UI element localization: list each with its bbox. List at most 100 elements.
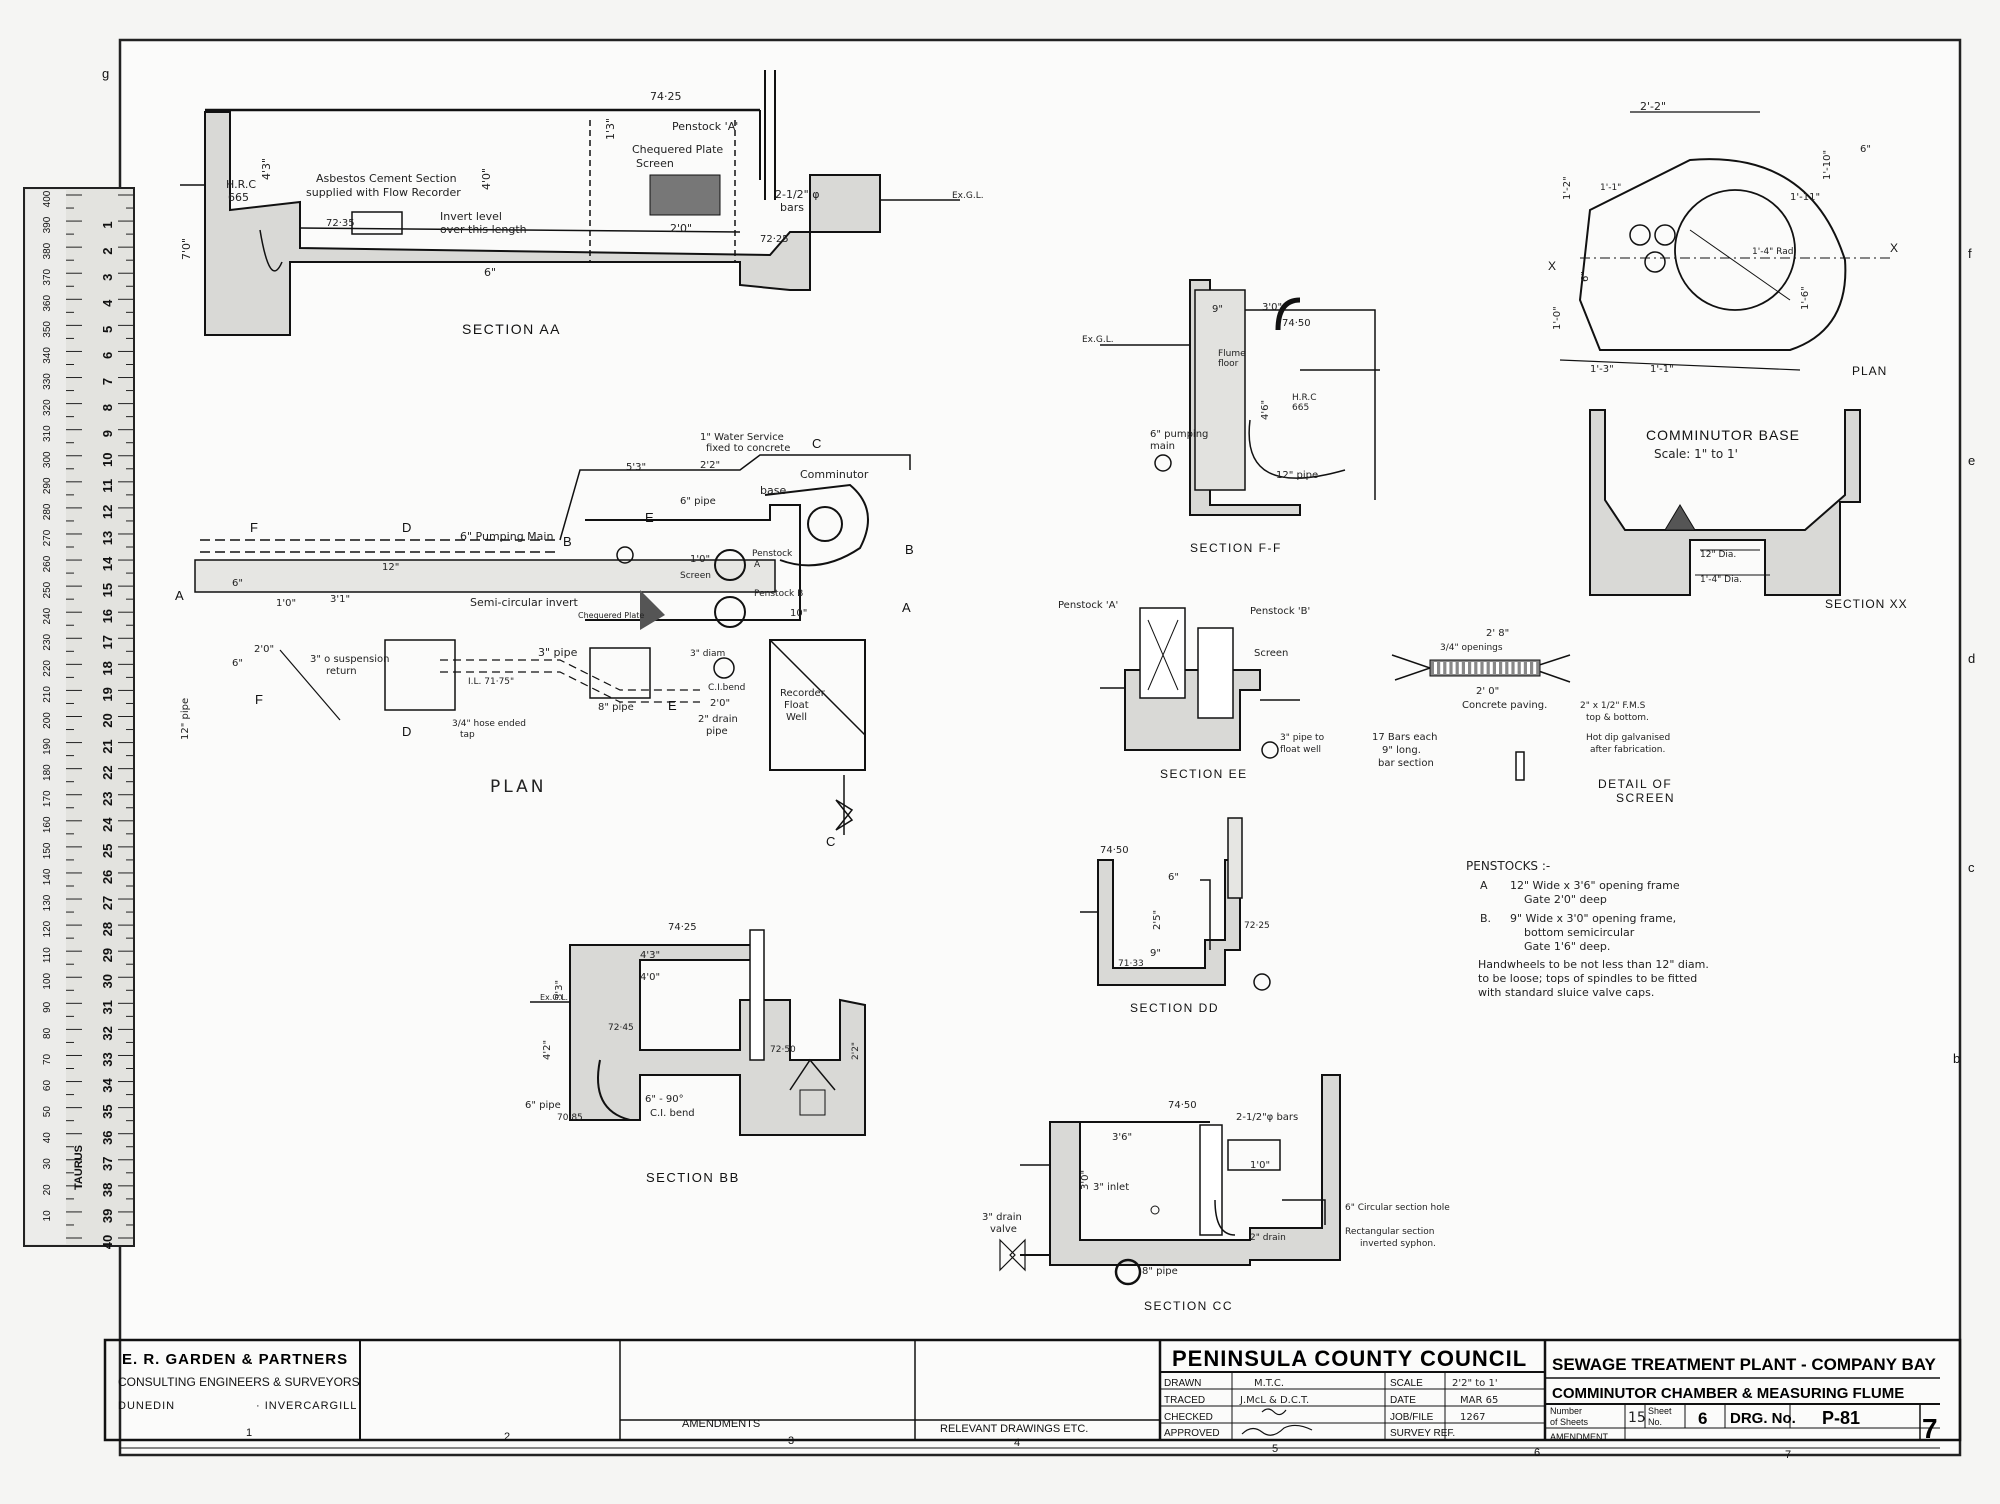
scale-label: SCALE (1390, 1378, 1423, 1389)
ruler-mm-label: 100 (42, 972, 53, 989)
screen-note-2-0: 2' 0" (1476, 686, 1499, 697)
cp-dim-rad: 1'-4" Rad. (1752, 247, 1796, 257)
ruler-cm-label: 38 (100, 1183, 115, 1197)
ruler-mm-label: 30 (42, 1158, 53, 1170)
plan-marker-e-top: E (645, 510, 654, 525)
screen-bars (1434, 662, 1537, 674)
ruler-cm-label: 3 (100, 274, 115, 281)
grid-row-g: g (102, 66, 109, 81)
ruler-mm-label: 20 (42, 1184, 53, 1196)
ruler-cm-label: 21 (100, 739, 115, 753)
bb-note-6-pipe: 6" pipe (525, 1100, 561, 1111)
ruler-brand: TAURUS (73, 1145, 85, 1190)
screen-bar (1514, 662, 1518, 674)
plan-note-base: base (760, 484, 786, 497)
ruler-cm-label: 27 (100, 896, 115, 910)
ruler-cm-label: 36 (100, 1130, 115, 1144)
of-sheets-label: of Sheets (1550, 1417, 1589, 1427)
dd-note-71-33: 71·33 (1118, 959, 1144, 969)
ruler-ticks (66, 194, 134, 1239)
ruler-cm-label: 22 (100, 765, 115, 779)
cp-dim-1-1a: 1'-1" (1600, 183, 1621, 193)
ruler-mm-label: 120 (42, 920, 53, 937)
aa-dim-exgl: Ex.G.L. (952, 191, 984, 201)
plan-note-return: return (326, 666, 357, 677)
ruler-mm-label: 240 (42, 607, 53, 624)
grid-col-1: 1 (246, 1427, 252, 1439)
screen-bar (1520, 662, 1524, 674)
measuring-ruler: 1234567891011121314151617181920212223242… (23, 187, 135, 1249)
plan-note-water-service: 1" Water Service (700, 432, 784, 443)
relevant-drawings-label: RELEVANT DRAWINGS ETC. (940, 1423, 1088, 1435)
ff-note-main: main (1150, 441, 1175, 452)
ff-note-665: 665 (1292, 403, 1309, 413)
dd-dim-6: 6" (1168, 872, 1179, 883)
traced-label: TRACED (1164, 1395, 1205, 1406)
drawing-subject: COMMINUTOR CHAMBER & MEASURING FLUME (1552, 1385, 1904, 1402)
ruler-mm-label: 210 (42, 686, 53, 703)
ruler-cm-label: 28 (100, 922, 115, 936)
plan-note-6-pipe: 6" pipe (680, 496, 716, 507)
ruler-cm-label: 15 (100, 583, 115, 597)
screen-bar (1502, 662, 1506, 674)
ff-note-flume: Flume (1218, 349, 1246, 359)
job-file-value: 1267 (1460, 1412, 1485, 1423)
aa-dim-72-35: 72·35 (326, 218, 355, 229)
screen-bar (1477, 662, 1481, 674)
cp-marker-x-right: X (1890, 241, 1898, 255)
ruler-mm-label: 10 (42, 1210, 53, 1222)
grid-row-c: c (1968, 860, 1975, 875)
aa-note-penstock: Penstock 'A' (672, 120, 738, 133)
screen-bar (1508, 662, 1512, 674)
screen-bar (1434, 662, 1437, 674)
plan-marker-d-top: D (402, 520, 411, 535)
ruler-cm-label: 26 (100, 870, 115, 884)
drawn-value: M.T.C. (1254, 1378, 1284, 1389)
cc-note-8-pipe: 8" pipe (1142, 1266, 1178, 1277)
ruler-cm-label: 17 (100, 635, 115, 649)
drg-no-label: DRG. No. (1730, 1410, 1796, 1427)
grid-row-d: d (1968, 651, 1975, 666)
amendments-label: AMENDMENTS (682, 1418, 760, 1430)
dd-dim-2-5: 2'5" (1152, 910, 1163, 930)
section-dd-drawing: 71·33 74·50 6" 2'5" 9" 72·25 SECTION DD (1080, 817, 1271, 1015)
aa-dim-72-25: 72·25 (760, 234, 789, 245)
cc-note-3-drain: 3" drain (982, 1212, 1022, 1223)
screen-bar (1496, 662, 1499, 674)
ff-dim-3-0: 3'0" (1262, 302, 1282, 313)
plan-dim-1-0b: 1'0" (276, 598, 296, 609)
plan-note-pipe: pipe (706, 726, 728, 737)
ruler-mm-label: 200 (42, 712, 53, 729)
cc-dim-74-50: 74·50 (1168, 1100, 1197, 1111)
ee-note-penstock-b: Penstock 'B' (1250, 606, 1310, 617)
ruler-mm-label: 170 (42, 790, 53, 807)
screen-detail-title-2: SCREEN (1616, 791, 1675, 805)
screen-bar (1483, 662, 1487, 674)
cp-dim-2-2: 2'-2" (1640, 100, 1666, 113)
dd-dim-74-50: 74·50 (1100, 845, 1129, 856)
cp-dim-6: 6" (1860, 144, 1871, 155)
ruler-cm-label: 11 (100, 479, 115, 493)
section-xx-drawing: 12" Dia. 1'-4" Dia. SECTION XX (1589, 409, 1907, 611)
ruler-mm-label: 360 (42, 295, 53, 312)
plan-dim-6: 6" (232, 578, 243, 589)
traced-value: J.McL & D.C.T. (1239, 1395, 1309, 1406)
scale-value: 2'2" to 1' (1452, 1378, 1498, 1389)
ruler-mm-label: 40 (42, 1132, 53, 1144)
cp-dim-1-3: 1'-3" (1590, 364, 1614, 375)
aa-note-bars: bars (780, 201, 804, 214)
ruler-cm-label: 16 (100, 609, 115, 623)
comminutor-base-scale: Scale: 1" to 1' (1654, 447, 1738, 461)
cp-dim-6b: 6" (1580, 271, 1591, 282)
aa-note-over: over this length (440, 223, 527, 236)
plan-dim-10: 10" (790, 608, 807, 619)
ruler-mm-label: 400 (42, 190, 53, 207)
grid-col-5: 5 (1272, 1443, 1278, 1455)
ruler-cm-label: 20 (100, 713, 115, 727)
grid-col-4: 4 (1014, 1437, 1020, 1449)
ruler-cm-label: 18 (100, 661, 115, 675)
bb-dim-4-2: 4'2" (542, 1040, 553, 1060)
bb-dim-2-2: 2'2" (851, 1042, 861, 1060)
section-cc-drawing: 2-1/2"φ bars 3" inlet 3" drain valve 8" … (982, 1074, 1450, 1313)
section-dd-title: SECTION DD (1130, 1001, 1219, 1015)
